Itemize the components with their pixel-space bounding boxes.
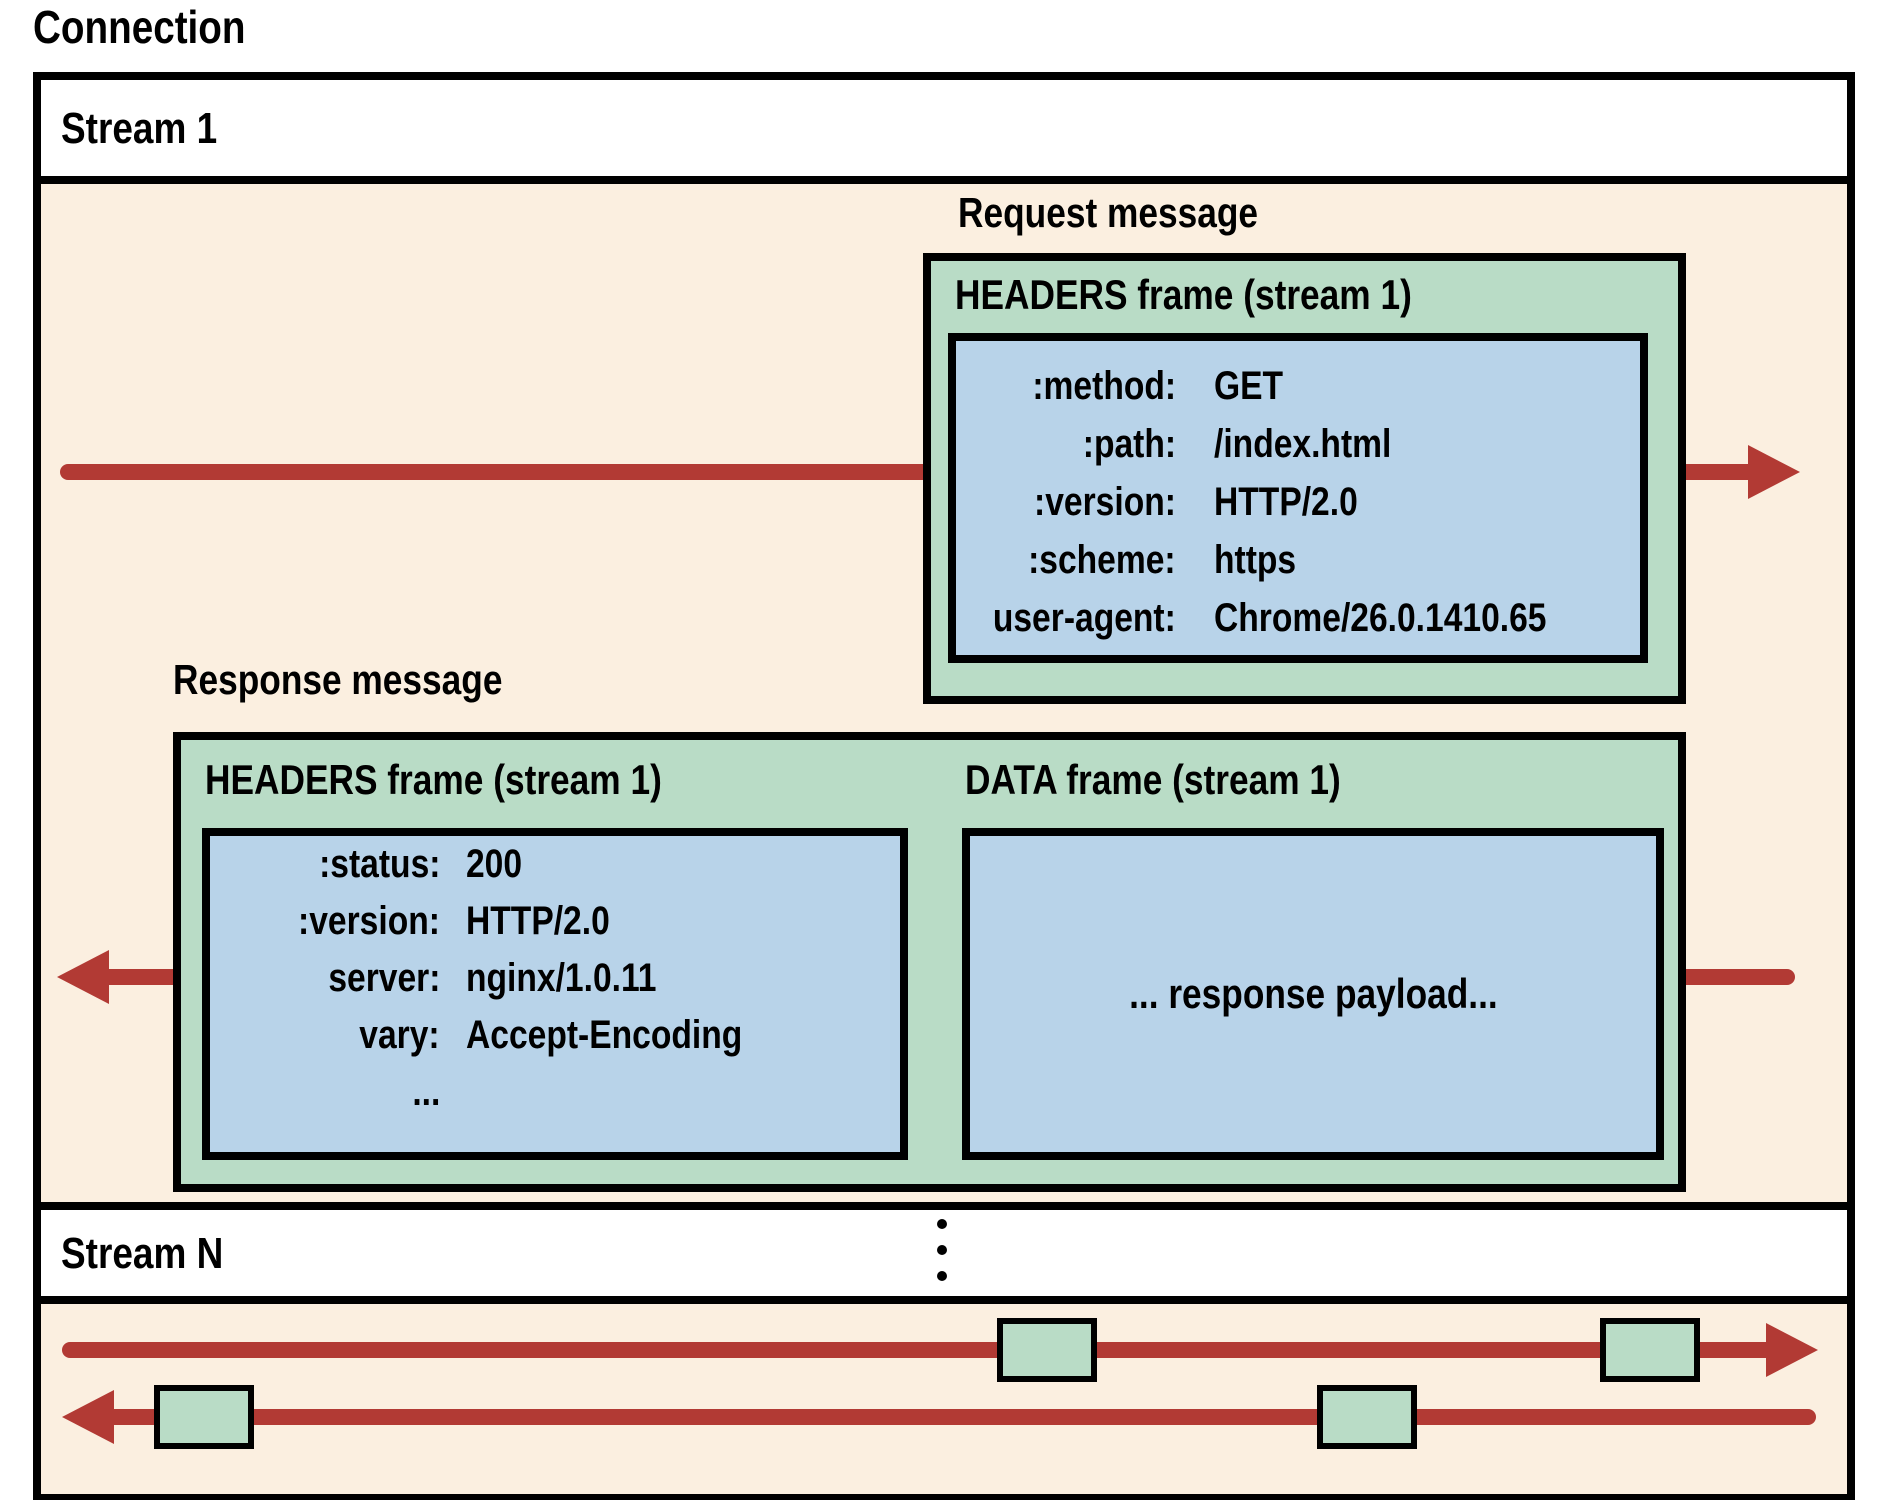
response-headers-payload-box	[202, 828, 908, 1160]
streamN-content	[41, 1304, 1847, 1494]
header-key: vary:	[359, 1013, 440, 1057]
header-row: :method: GET	[956, 357, 1636, 415]
response-data-payload-box: ... response payload...	[962, 828, 1664, 1160]
streamN-divider-top	[41, 1202, 1847, 1210]
arrow-right-icon	[1748, 445, 1800, 499]
header-row: :status: 200	[210, 836, 898, 893]
header-key: :path:	[1082, 422, 1176, 466]
response-data-frame-title: DATA frame (stream 1)	[965, 756, 1341, 803]
streamN-response-arrow-line	[112, 1409, 1816, 1425]
header-row: :version: HTTP/2.0	[956, 473, 1636, 531]
header-row: :version: HTTP/2.0	[210, 893, 898, 950]
request-headers-table: :method: GET :path: /index.html :version…	[956, 357, 1636, 647]
frame-box	[997, 1318, 1097, 1382]
streamN-label: Stream N	[61, 1229, 224, 1279]
streamN-request-arrow-line	[62, 1342, 1768, 1358]
header-value	[466, 1064, 898, 1121]
header-value: 200	[466, 842, 523, 886]
ellipsis-dot	[937, 1245, 947, 1255]
header-key: ...	[411, 1070, 440, 1114]
connection-label-text: Connection	[33, 1, 246, 53]
header-value: nginx/1.0.11	[466, 956, 657, 1000]
header-key: :scheme:	[1028, 538, 1176, 582]
response-headers-table: :status: 200 :version: HTTP/2.0 server: …	[210, 836, 898, 1121]
header-row: user-agent: Chrome/26.0.1410.65	[956, 589, 1636, 647]
stream1-label: Stream 1	[61, 104, 218, 154]
request-arrow-line-right	[1686, 464, 1750, 480]
header-key: :version:	[298, 899, 440, 943]
ellipsis-dot	[937, 1219, 947, 1229]
response-payload-text: ... response payload...	[1128, 970, 1498, 1017]
stream1-divider	[41, 176, 1847, 184]
header-key: server:	[327, 956, 440, 1000]
header-row: :scheme: https	[956, 531, 1636, 589]
header-key: :method:	[1032, 364, 1176, 408]
request-arrow-line-left	[60, 464, 923, 480]
frame-box	[154, 1385, 254, 1449]
ellipsis-dot	[937, 1271, 947, 1281]
response-arrow-line-left	[107, 969, 173, 985]
header-key: :status:	[318, 842, 440, 886]
streamN-divider-bottom	[41, 1296, 1847, 1304]
arrow-left-icon	[62, 1390, 114, 1444]
header-row: vary: Accept-Encoding	[210, 1007, 898, 1064]
header-value: GET	[1214, 364, 1284, 408]
request-message-label: Request message	[958, 189, 1259, 236]
header-key: :version:	[1034, 480, 1176, 524]
header-key: user-agent:	[993, 596, 1176, 640]
frame-box	[1600, 1318, 1700, 1382]
header-value: https	[1214, 538, 1297, 582]
header-value: Accept-Encoding	[466, 1013, 743, 1057]
request-headers-payload-box	[948, 333, 1648, 663]
header-row: server: nginx/1.0.11	[210, 950, 898, 1007]
response-arrow-line-right	[1686, 969, 1795, 985]
connection-label: Connection	[33, 2, 286, 52]
arrow-left-icon	[57, 950, 109, 1004]
stream1-band: Stream 1	[41, 80, 1847, 176]
arrow-right-icon	[1766, 1323, 1818, 1377]
header-row: ...	[210, 1064, 898, 1121]
response-message-label: Response message	[173, 656, 503, 703]
header-value: HTTP/2.0	[1214, 480, 1358, 524]
request-headers-frame-title: HEADERS frame (stream 1)	[955, 271, 1412, 318]
response-headers-frame-title: HEADERS frame (stream 1)	[205, 756, 662, 803]
header-row: :path: /index.html	[956, 415, 1636, 473]
header-value: Chrome/26.0.1410.65	[1214, 596, 1547, 640]
header-value: HTTP/2.0	[466, 899, 610, 943]
frame-box	[1317, 1385, 1417, 1449]
header-value: /index.html	[1214, 422, 1392, 466]
vertical-ellipsis-icon	[937, 1219, 947, 1281]
